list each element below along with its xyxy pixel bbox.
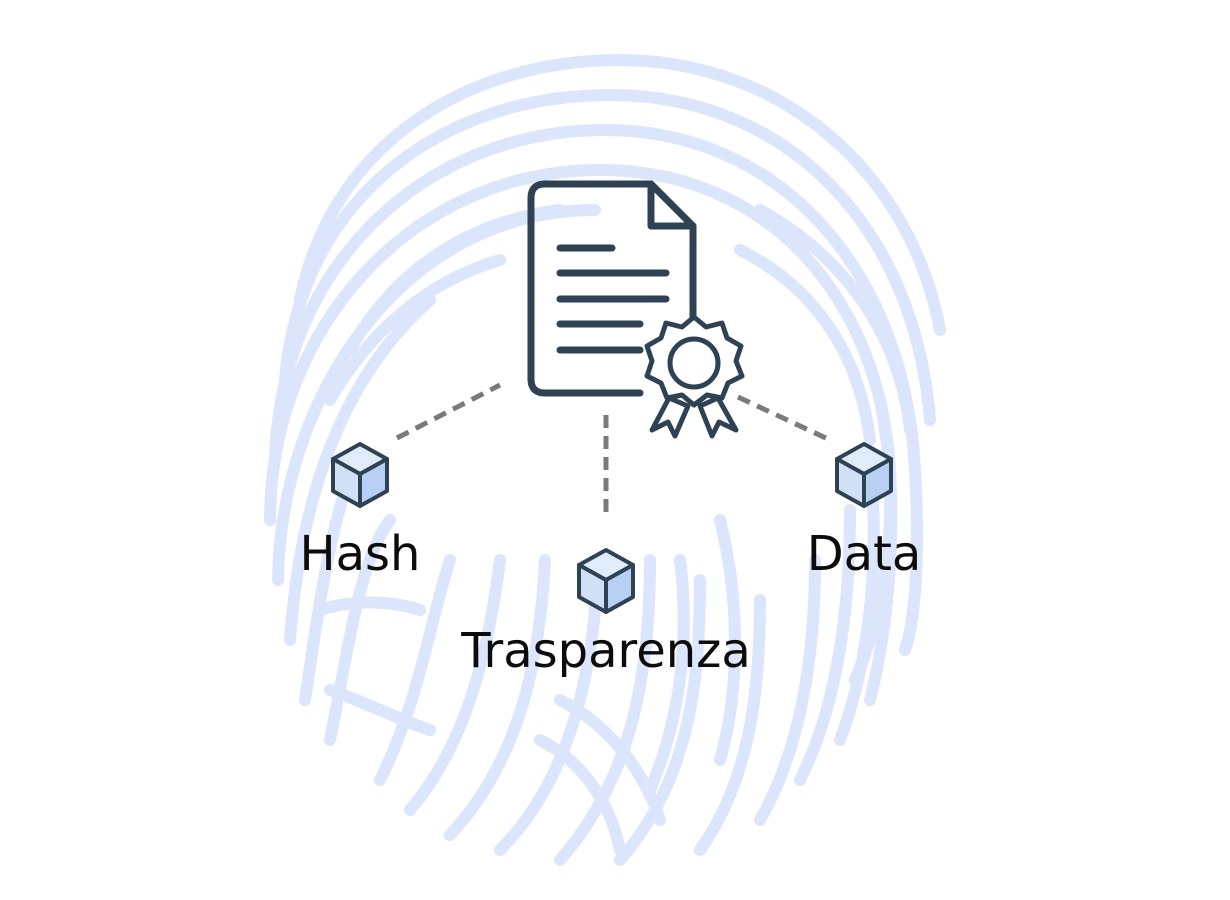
- label-trasparenza: Trasparenza: [461, 623, 751, 679]
- connector-hash: [395, 382, 502, 441]
- cube-icon: [331, 442, 389, 508]
- connector-data: [736, 394, 832, 443]
- label-hash: Hash: [299, 526, 421, 582]
- cube-icon: [577, 548, 635, 614]
- label-data: Data: [806, 526, 922, 582]
- cube-icon: [835, 442, 893, 508]
